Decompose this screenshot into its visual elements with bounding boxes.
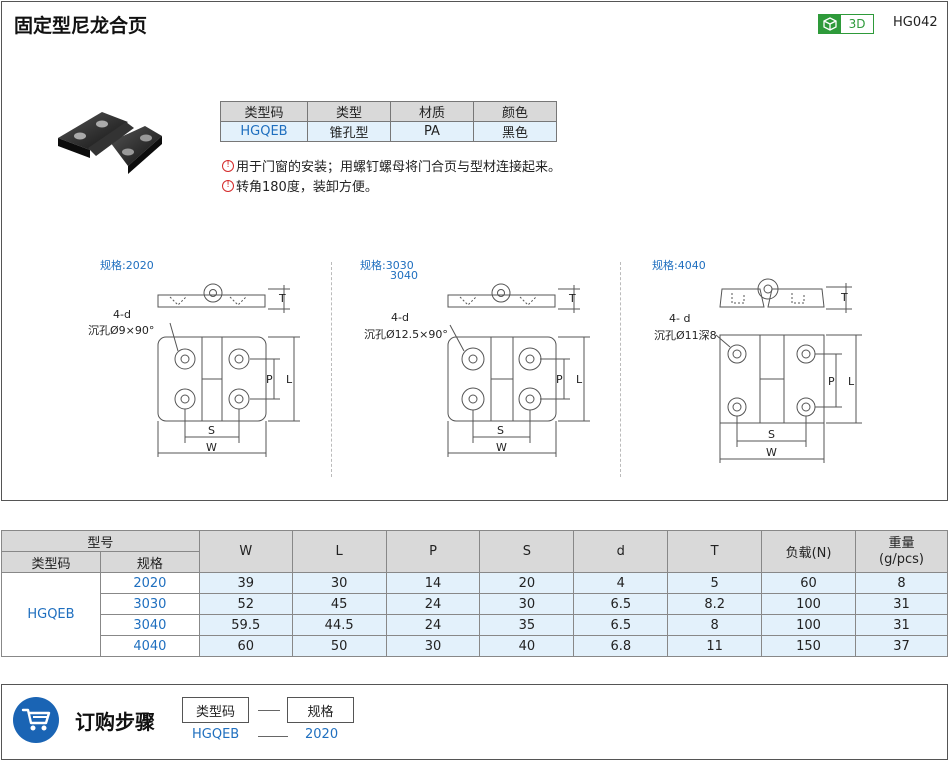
svg-text:T: T: [568, 292, 576, 305]
product-panel: [1, 1, 948, 501]
drawing-1-hole-spec: 4-d: [113, 308, 131, 321]
col-W: W: [198, 530, 293, 573]
spec-table: 类型码 类型 材质 颜色 HGQEB 锥孔型 PA 黑色: [220, 101, 557, 142]
col-S: S: [479, 530, 575, 573]
svg-text:W: W: [206, 441, 217, 454]
col-load: 负载(N): [761, 530, 856, 573]
svg-text:L: L: [286, 373, 293, 386]
product-photo: [58, 112, 162, 174]
table-row: 3040 59.5 44.5 24 35 6.5 8 100 31: [2, 614, 949, 636]
order-step-spec: 规格: [287, 697, 354, 723]
drawing-separator: [331, 262, 332, 477]
drawing-2-hole-spec: 4-d: [391, 311, 409, 324]
drawing-2-hole-desc: 沉孔Ø12.5×90°: [364, 328, 448, 341]
svg-text:W: W: [496, 441, 507, 454]
3d-model-button[interactable]: 3D: [818, 14, 874, 34]
3d-label: 3D: [848, 17, 866, 31]
model-group-header: 型号: [1, 530, 200, 552]
spec-color: 黑色: [473, 121, 557, 142]
table-row: 4040 60 50 30 40 6.8 11 150 37: [2, 635, 949, 657]
drawing-3: T P L S W: [715, 278, 862, 463]
svg-text:P: P: [828, 375, 835, 388]
product-code: HG042: [893, 15, 938, 30]
svg-text:T: T: [278, 292, 286, 305]
col-T: T: [667, 530, 763, 573]
svg-text:S: S: [497, 424, 504, 437]
order-connector: [258, 710, 280, 711]
spec-header-material: 材质: [390, 101, 474, 122]
order-step-type-code: 类型码: [182, 697, 249, 723]
dimension-table: 型号 W L P S d T 负载(N) 重量(g/pcs) 类型码 规格 HG…: [1, 530, 949, 657]
svg-text:P: P: [556, 373, 563, 386]
order-connector: [258, 736, 288, 737]
order-value-spec: 2020: [305, 727, 339, 742]
svg-text:W: W: [766, 446, 777, 459]
svg-text:S: S: [768, 428, 775, 441]
order-value-type-code: HGQEB: [192, 727, 240, 742]
col-spec: 规格: [99, 551, 200, 573]
shopping-cart-icon: [13, 697, 59, 743]
col-d: d: [573, 530, 669, 573]
spec-type-code: HGQEB: [220, 121, 308, 142]
drawing-1-hole-desc: 沉孔Ø9×90°: [88, 324, 155, 337]
drawing-3-hole-desc: 沉孔Ø11深8: [654, 329, 717, 342]
note-2: ! 转角180度，装卸方便。: [222, 176, 378, 195]
info-icon: !: [222, 179, 234, 192]
drawing-separator: [620, 262, 621, 477]
col-type-code: 类型码: [1, 551, 101, 573]
page-title: 固定型尼龙合页: [14, 15, 148, 37]
drawing-1: T P L S W: [157, 283, 300, 457]
svg-text:P: P: [266, 373, 273, 386]
spec-header-type-code: 类型码: [220, 101, 308, 122]
spec-header-color: 颜色: [473, 101, 557, 122]
svg-text:S: S: [208, 424, 215, 437]
spec-material: PA: [390, 121, 474, 142]
order-title: 订购步骤: [75, 710, 155, 734]
order-steps-panel: [1, 684, 948, 760]
table-row: HGQEB 2020 39 30 14 20 4 5 60 8: [1, 572, 949, 657]
drawing-2-size: 规格:3030: [360, 259, 414, 272]
drawing-1-size: 规格:2020: [100, 259, 154, 272]
drawing-3-hole-spec: 4- d: [669, 312, 691, 325]
col-weight: 重量(g/pcs): [854, 530, 949, 573]
col-L: L: [291, 530, 387, 573]
type-code-cell: HGQEB: [1, 572, 101, 657]
drawing-2-size-alt: 3040: [390, 269, 418, 282]
table-row: 3030 52 45 24 30 6.5 8.2 100 31: [2, 593, 949, 615]
svg-text:L: L: [576, 373, 583, 386]
cube-icon: [819, 15, 841, 33]
info-icon: !: [222, 159, 234, 172]
spec-header-type: 类型: [307, 101, 391, 122]
note-1: ! 用于门窗的安装；用螺钉螺母将门合页与型材连接起来。: [222, 156, 561, 175]
col-P: P: [385, 530, 481, 573]
svg-text:T: T: [840, 291, 848, 304]
spec-type: 锥孔型: [307, 121, 391, 142]
drawing-3-size: 规格:4040: [652, 259, 706, 272]
drawing-2: T P L S W: [447, 283, 590, 457]
svg-text:L: L: [848, 375, 855, 388]
